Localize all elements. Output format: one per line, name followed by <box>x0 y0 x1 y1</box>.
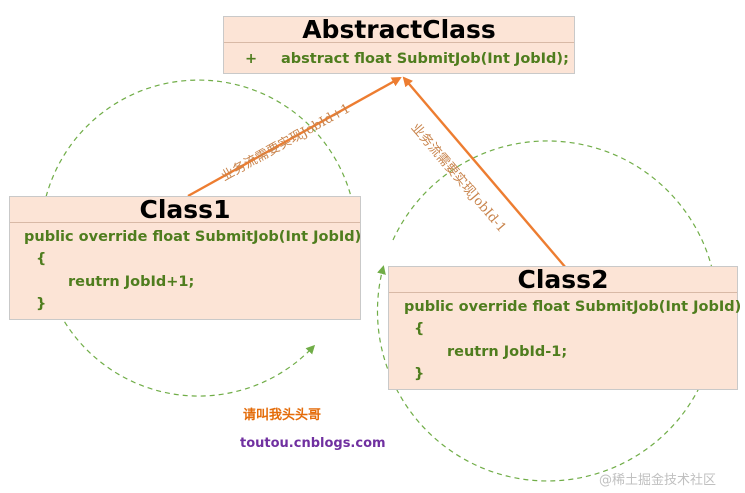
class1-signature: public override float SubmitJob(Int JobI… <box>24 229 362 245</box>
author-site: toutou.cnblogs.com <box>240 436 386 451</box>
class1-divider <box>10 222 360 223</box>
class2-inheritance-arrow <box>402 76 567 269</box>
class1-box: Class1 public override float SubmitJob(I… <box>9 195 362 320</box>
class2-close-brace: } <box>414 366 425 382</box>
class1-body: reutrn JobId+1; <box>68 274 195 290</box>
class1-close-brace: } <box>36 296 47 312</box>
abstract-member-signature: abstract float SubmitJob(Int JobId); <box>281 51 569 67</box>
class2-box: Class2 public override float SubmitJob(I… <box>388 265 742 390</box>
class1-open-brace: { <box>36 251 47 267</box>
class2-signature: public override float SubmitJob(Int JobI… <box>404 299 742 315</box>
class2-cycle-arc <box>376 140 719 482</box>
watermark: @稀土掘金技术社区 <box>599 473 717 488</box>
abstract-member-visibility: + <box>245 51 258 67</box>
class2-body: reutrn JobId-1; <box>447 344 568 360</box>
class2-open-brace: { <box>414 321 425 337</box>
author-name: 请叫我头头哥 <box>243 408 322 423</box>
class2-title: Class2 <box>517 265 609 294</box>
class2-divider <box>389 292 737 293</box>
abstract-class-divider <box>224 42 574 43</box>
class1-cycle-arc <box>39 79 358 397</box>
class1-title: Class1 <box>139 195 231 224</box>
class1-inheritance-arrow <box>187 76 402 198</box>
abstract-class-box: AbstractClass + abstract float SubmitJob… <box>223 15 575 74</box>
abstract-class-title: AbstractClass <box>302 15 496 44</box>
